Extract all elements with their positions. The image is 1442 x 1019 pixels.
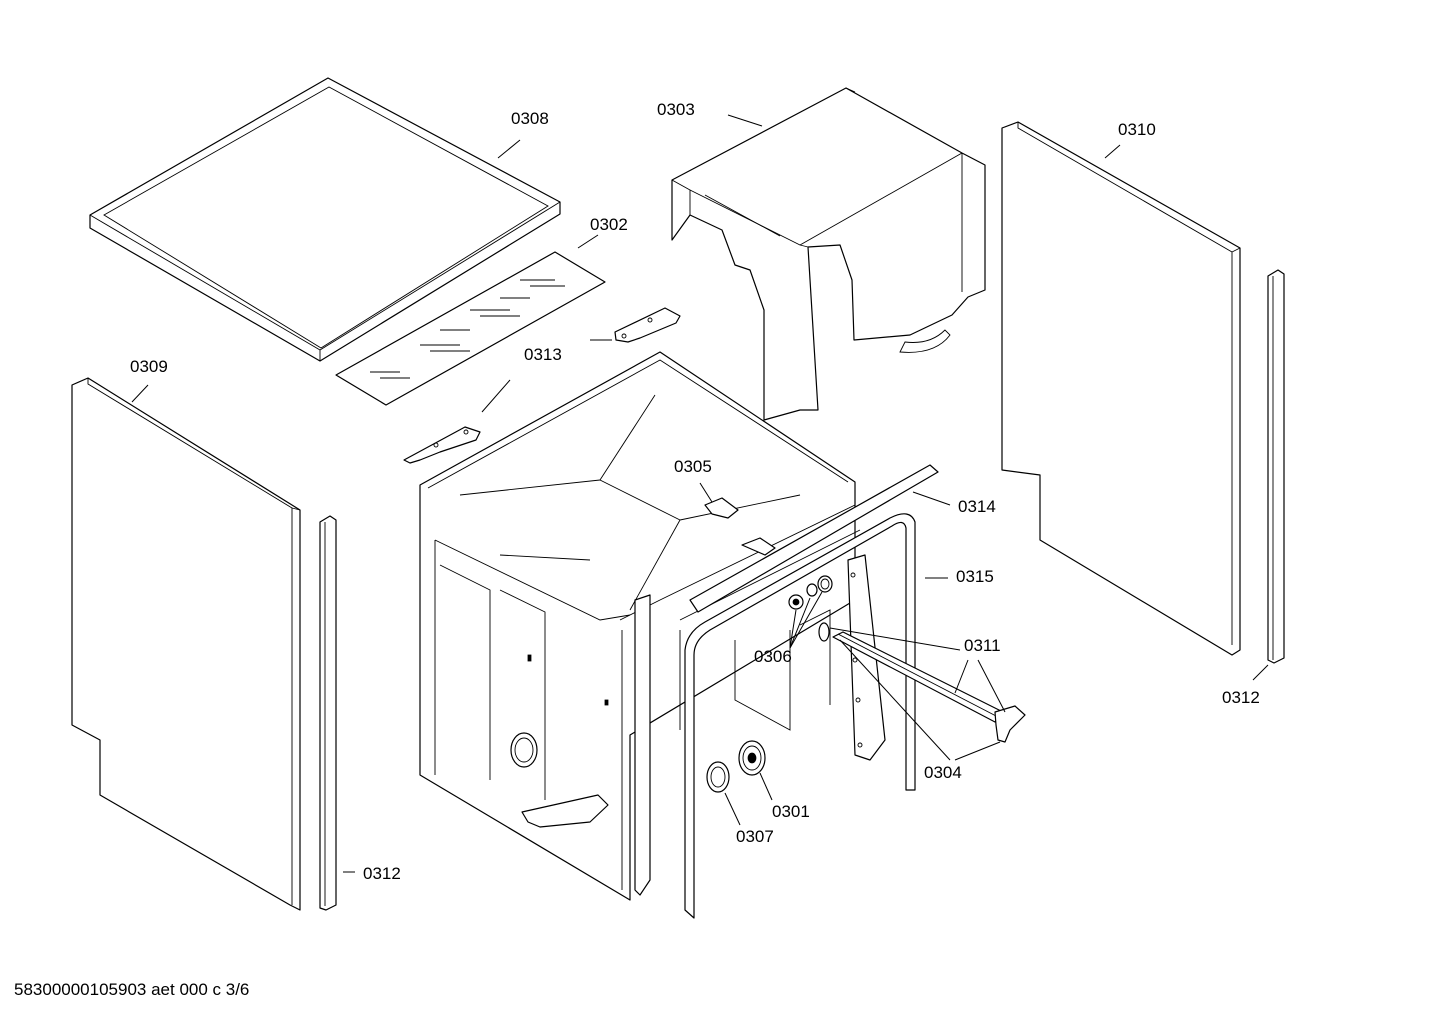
label-0303: 0303 (657, 100, 695, 119)
part-0302-insulation-mat (335, 251, 606, 406)
label-0308: 0308 (511, 109, 549, 128)
label-0314: 0314 (958, 497, 996, 516)
part-0312-seal-strip-right (1267, 269, 1285, 664)
part-0313-mounting-bracket-lower (403, 426, 481, 464)
label-0309: 0309 (130, 357, 168, 376)
part-0310-right-side-panel (1001, 121, 1241, 656)
part-0313-mounting-bracket-upper (614, 307, 681, 343)
label-0315: 0315 (956, 567, 994, 586)
label-0305: 0305 (674, 457, 712, 476)
leader-lines (131, 114, 1269, 873)
tub-body (419, 351, 886, 901)
label-0313: 0313 (524, 345, 562, 364)
label-0312-right: 0312 (1222, 688, 1260, 707)
label-0312-left: 0312 (363, 864, 401, 883)
part-0306-fittings (788, 575, 833, 610)
label-0304: 0304 (924, 763, 962, 782)
label-0311: 0311 (964, 636, 1001, 655)
drawing-reference-code: 58300000105903 aet 000 c 3/6 (14, 980, 250, 999)
part-0303-insulation-hood (671, 87, 986, 421)
label-0302: 0302 (590, 215, 628, 234)
part-0309-left-side-panel (71, 377, 301, 911)
part-0315-door-seal (684, 513, 916, 919)
label-0306: 0306 (754, 647, 792, 666)
part-0308-top-cover (89, 77, 561, 362)
label-0307: 0307 (736, 827, 774, 846)
part-labels: 0308 0302 0303 0310 0309 0313 0305 0314 … (130, 100, 1260, 883)
label-0301: 0301 (772, 802, 810, 821)
part-0307-gasket-ring (706, 761, 730, 793)
part-0314-front-strip (689, 464, 939, 613)
part-0301-drain-cap (738, 740, 766, 776)
part-0311-tube-assembly (818, 622, 1026, 743)
part-0312-seal-strip-left (319, 515, 337, 911)
label-0310: 0310 (1118, 120, 1156, 139)
